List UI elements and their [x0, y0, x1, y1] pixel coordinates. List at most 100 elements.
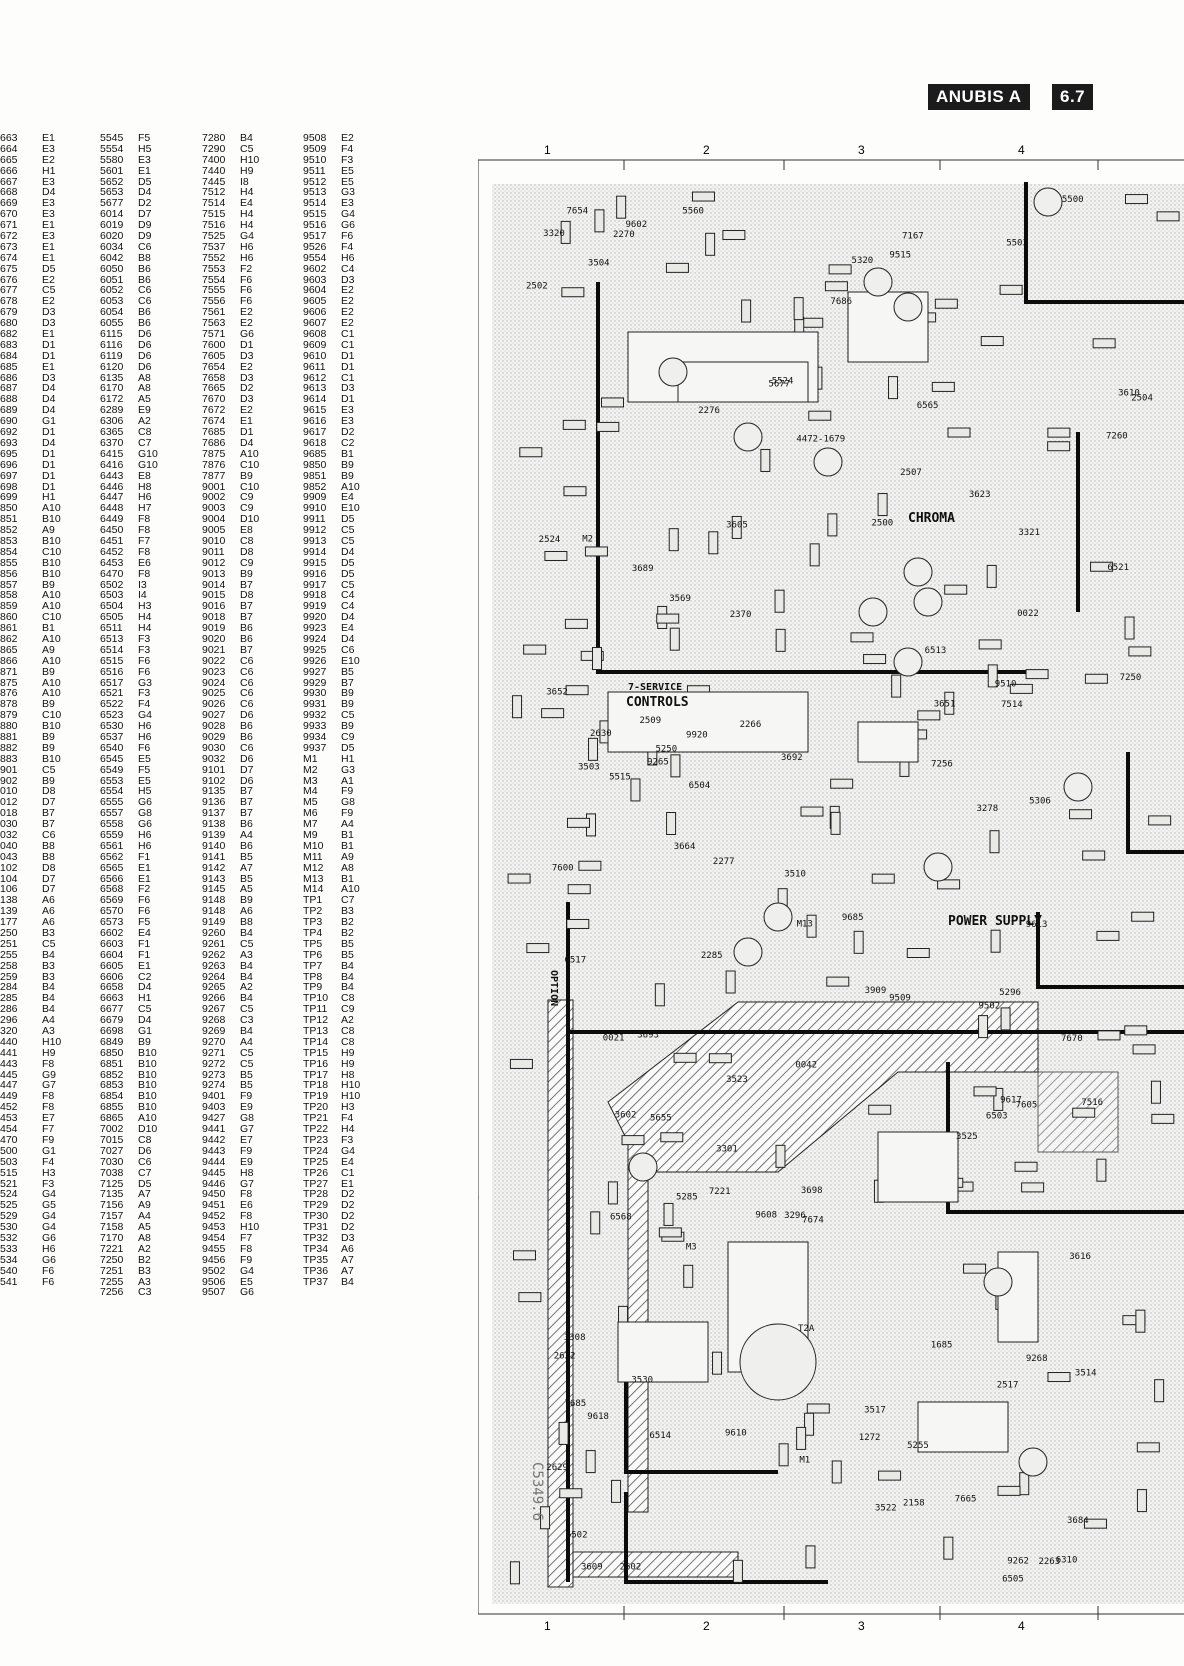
grid-location: D1: [42, 338, 56, 351]
part-reference: 9450: [202, 1188, 226, 1201]
part-reference: 6850: [100, 1046, 124, 1059]
part-label: 3692: [781, 753, 803, 763]
part-reference: 684: [0, 349, 18, 362]
part-reference: TP21: [303, 1112, 329, 1125]
part-reference: 9145: [202, 883, 226, 896]
grid-location: G4: [42, 1221, 57, 1234]
grid-location: B5: [341, 937, 354, 950]
part-reference: 6052: [100, 284, 124, 297]
part-reference: 6042: [100, 251, 124, 264]
part-reference: TP23: [303, 1133, 329, 1146]
part-label: 2629: [546, 1463, 568, 1473]
grid-location: F3: [138, 643, 151, 656]
grid-location: B5: [240, 850, 253, 863]
grid-location: F8: [42, 1090, 55, 1103]
grid-location: F1: [138, 937, 151, 950]
part-reference: 9604: [303, 284, 327, 297]
grid-location: C5: [341, 534, 355, 547]
grid-location: B9: [341, 698, 354, 711]
grid-location: E1: [138, 959, 151, 972]
part-reference: 9914: [303, 545, 327, 558]
grid-location: F1: [138, 850, 151, 863]
part-reference: 6677: [100, 1003, 124, 1016]
component: [1069, 809, 1093, 820]
grid-location: F7: [240, 1231, 253, 1244]
grid-location: F8: [138, 567, 151, 580]
part-reference: 9685: [303, 447, 327, 460]
grid-location: B3: [341, 905, 354, 918]
part-reference: 6014: [100, 208, 124, 221]
component: [708, 1053, 732, 1064]
part-reference: 138: [0, 894, 18, 907]
part-reference: 6522: [100, 698, 124, 711]
grid-location: A10: [42, 589, 61, 602]
grid-location: B6: [138, 306, 151, 319]
part-reference: 667: [0, 175, 18, 188]
component: [512, 695, 523, 719]
part-reference: 7672: [202, 404, 226, 417]
component: [888, 376, 899, 400]
component: [850, 632, 874, 643]
grid-location: H10: [341, 1090, 361, 1103]
ic-package: [877, 1131, 959, 1203]
grid-location: B6: [138, 273, 151, 286]
grid-location: D4: [138, 186, 152, 199]
part-reference: 9141: [202, 850, 226, 863]
grid-location: F5: [138, 916, 151, 929]
ic-package: [917, 1401, 1009, 1453]
part-label: T2A: [798, 1324, 815, 1334]
part-reference: 9271: [202, 1046, 226, 1059]
grid-location: E5: [138, 774, 151, 787]
part-reference: 9002: [202, 491, 226, 504]
grid-location: B5: [341, 948, 354, 961]
part-reference: 9149: [202, 916, 226, 929]
grid-location: F6: [42, 1275, 55, 1288]
capacitor: [1018, 1447, 1048, 1477]
grid-location: D4: [240, 436, 254, 449]
part-reference: 9018: [202, 611, 226, 624]
grid-location: B9: [42, 698, 55, 711]
part-reference: 9001: [202, 480, 226, 493]
component: [658, 1227, 682, 1238]
grid-location: E3: [341, 197, 354, 210]
part-reference: 6034: [100, 240, 124, 253]
component: [993, 1087, 1004, 1111]
grid-location: B1: [42, 622, 55, 635]
part-label: M13: [797, 920, 813, 930]
part-reference: 7670: [202, 393, 226, 406]
capacitor: [923, 852, 953, 882]
component: [666, 811, 677, 835]
part-label: 3504: [588, 259, 610, 269]
grid-location: D6: [240, 774, 254, 787]
part-reference: 673: [0, 240, 18, 253]
capacitor: [858, 597, 888, 627]
